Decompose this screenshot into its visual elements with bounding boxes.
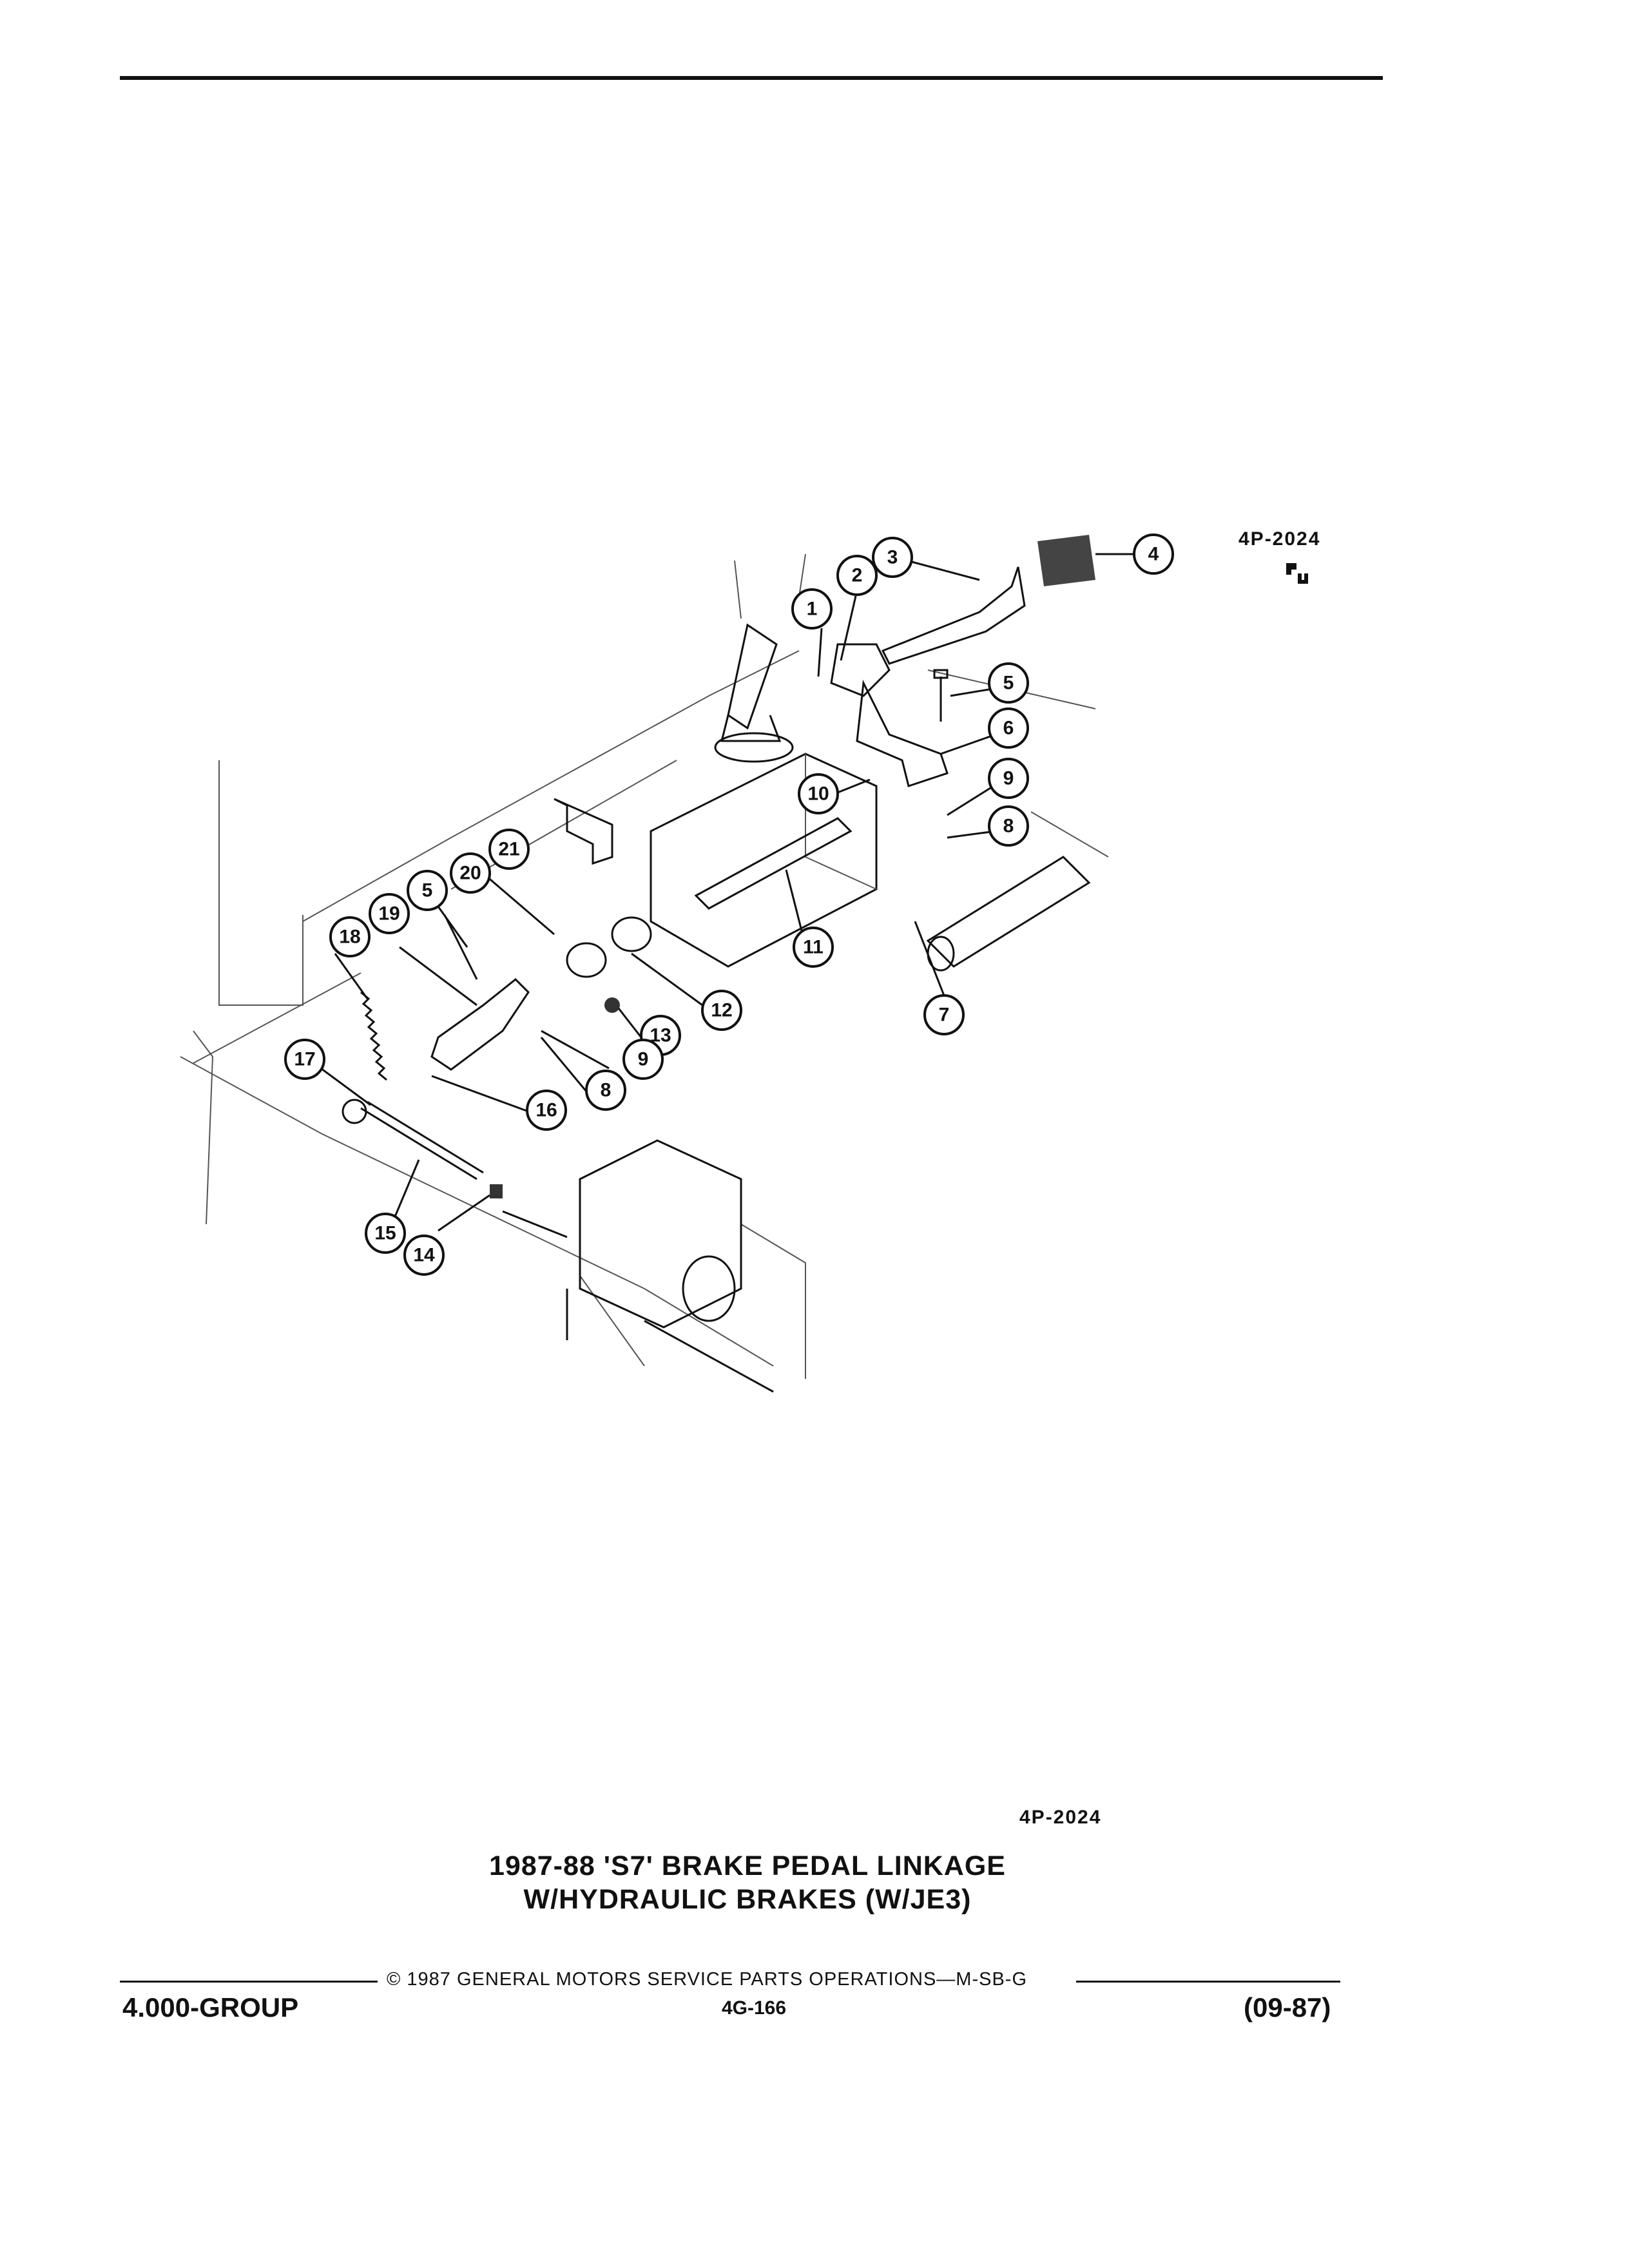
svg-text:2: 2	[852, 565, 863, 586]
caption-line-1: 1987-88 'S7' BRAKE PEDAL LINKAGE	[489, 1850, 1006, 1881]
pedal-support-box	[650, 753, 878, 968]
callout-4: 4	[1133, 533, 1174, 575]
callout-8-lower: 8	[585, 1070, 626, 1111]
callout-15: 15	[365, 1213, 406, 1254]
callout-17: 17	[284, 1039, 325, 1080]
pedal-bracket	[856, 679, 949, 787]
callout-2: 2	[836, 555, 878, 596]
callout-leaders	[313, 553, 1141, 1232]
svg-text:12: 12	[711, 1000, 732, 1021]
pedal-pad	[1037, 535, 1095, 586]
svg-text:3: 3	[887, 547, 898, 568]
svg-text:21: 21	[498, 839, 519, 860]
callout-3: 3	[872, 537, 913, 578]
footer-group: 4.000-GROUP	[122, 1992, 299, 2023]
svg-text:14: 14	[413, 1245, 435, 1266]
callout-14: 14	[403, 1235, 445, 1276]
master-cylinder	[502, 1139, 774, 1393]
brake-pedal-arm	[830, 566, 1026, 697]
footer-rule-left	[120, 1981, 378, 1983]
bolt-upper	[933, 669, 949, 722]
figure-code-bottom: 4P-2024	[1019, 1807, 1102, 1828]
callout-9-lower: 9	[622, 1039, 664, 1080]
svg-text:10: 10	[807, 783, 829, 805]
pedal-sleeve	[926, 856, 1091, 972]
caption-line-2: W/HYDRAULIC BRAKES (W/JE3)	[523, 1884, 972, 1915]
callout-9-upper: 9	[988, 758, 1029, 799]
bushings	[566, 916, 652, 1013]
footer-copyright: © 1987 GENERAL MOTORS SERVICE PARTS OPER…	[387, 1969, 1027, 1990]
svg-text:15: 15	[374, 1223, 396, 1244]
svg-text:16: 16	[535, 1100, 557, 1121]
svg-text:8: 8	[1003, 816, 1014, 837]
svg-text:19: 19	[378, 903, 400, 925]
steering-column	[714, 553, 806, 763]
return-spring	[360, 991, 387, 1081]
pedal-lever	[430, 977, 530, 1071]
svg-text:6: 6	[1003, 718, 1014, 739]
footer-date: (09-87)	[1244, 1992, 1331, 2023]
mounting-bracket	[554, 798, 613, 865]
footer-page-number: 4G-166	[721, 1997, 787, 2019]
figure-code-top: 4P-2024	[1239, 528, 1321, 550]
pushrod	[342, 1099, 503, 1198]
svg-text:7: 7	[939, 1004, 950, 1026]
svg-text:5: 5	[422, 880, 433, 901]
callout-7: 7	[923, 994, 965, 1035]
figure-caption: 1987-88 'S7' BRAKE PEDAL LINKAGE W/HYDRA…	[387, 1849, 1108, 1916]
callout-16: 16	[526, 1090, 567, 1131]
callout-19: 19	[369, 893, 410, 934]
svg-text:8: 8	[601, 1080, 612, 1101]
footer-rule-right	[1076, 1981, 1340, 1983]
callout-21: 21	[488, 829, 530, 870]
svg-text:1: 1	[807, 599, 818, 620]
callout-11: 11	[793, 927, 834, 968]
svg-text:20: 20	[459, 863, 481, 884]
svg-text:17: 17	[294, 1049, 315, 1070]
callout-20: 20	[450, 852, 491, 894]
svg-text:11: 11	[803, 937, 824, 958]
svg-text:4: 4	[1148, 544, 1159, 565]
callout-18: 18	[329, 916, 371, 957]
svg-text:9: 9	[1003, 768, 1014, 789]
callout-5-lower: 5	[407, 870, 448, 911]
callout-1: 1	[791, 588, 833, 629]
callout-10: 10	[798, 773, 839, 814]
vehicle-body-outline	[180, 650, 1109, 1379]
callout-12: 12	[701, 990, 742, 1031]
svg-text:5: 5	[1003, 673, 1014, 694]
logo-mark-icon	[1286, 563, 1308, 584]
top-rule	[120, 76, 1383, 80]
callout-5-upper: 5	[988, 662, 1029, 704]
callout-6: 6	[988, 707, 1029, 749]
callout-8-upper: 8	[988, 805, 1029, 847]
pivot-shaft	[694, 817, 853, 910]
svg-text:18: 18	[339, 927, 360, 948]
svg-text:9: 9	[638, 1049, 649, 1070]
